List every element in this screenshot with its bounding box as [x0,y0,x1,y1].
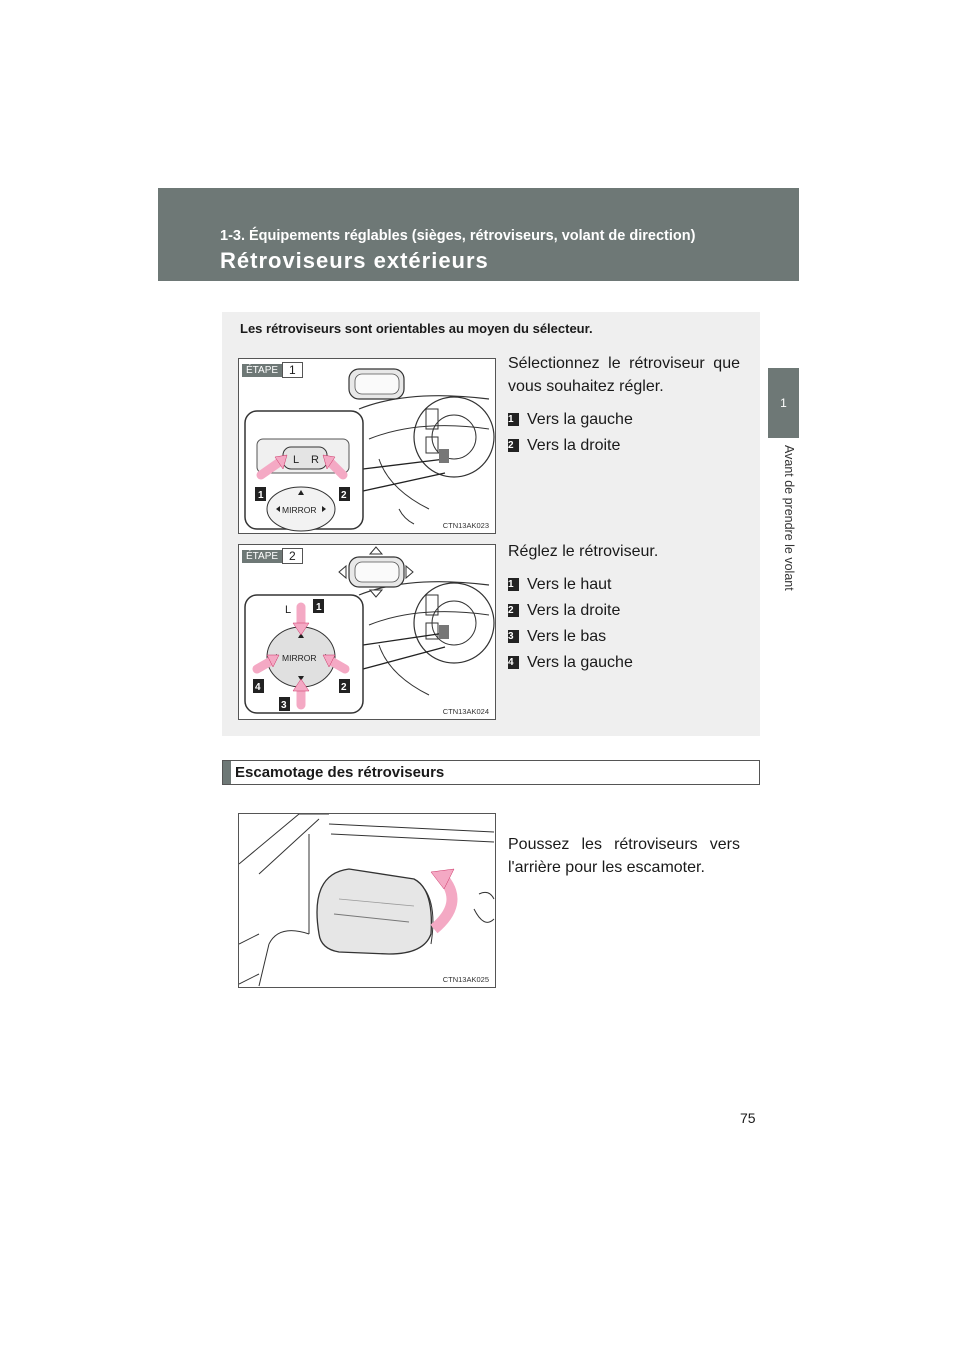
page-title: Rétroviseurs extérieurs [220,248,489,273]
number-badge: 2 [508,439,519,452]
chapter-header: 1-3. Équipements réglables (sièges, rétr… [158,188,799,281]
svg-text:3: 3 [281,700,287,711]
fold-figure: CTN13AK025 [238,813,496,988]
number-badge: 1 [508,578,519,591]
step-number: 2 [282,548,303,564]
svg-text:4: 4 [255,682,261,693]
arrow-left [252,656,276,674]
number-badge: 4 [508,656,519,669]
subsection-title: Escamotage des rétroviseurs [235,764,445,781]
step1-label: ÉTAPE 1 [242,362,303,378]
svg-text:1: 1 [258,490,264,501]
intro-text: Les rétroviseurs sont orientables au moy… [240,321,593,336]
subsection-header: Escamotage des rétroviseurs [222,760,760,785]
list-item-text: Vers la droite [527,437,621,454]
number-badge: 1 [508,413,519,426]
switch-letter-l: L [285,604,291,616]
page-number: 75 [740,1110,756,1126]
step-word: ÉTAPE [242,549,283,563]
step2-illustration: L MIRROR 1 2 3 4 [244,546,495,714]
figure-code: CTN13AK025 [442,975,489,984]
step2-instruction: Réglez le rétroviseur. [508,543,659,560]
arrow-left [256,456,286,480]
number-badge: 3 [508,630,519,643]
step-number: 1 [282,362,303,378]
switch-letter-l: L [293,454,299,466]
step-word: ÉTAPE [242,363,283,377]
list-item-text: Vers la gauche [527,411,633,428]
list-item: 1 Vers la gauche [508,408,740,431]
list-item-text: Vers le haut [527,576,612,593]
list-item: 4 Vers la gauche [508,651,740,674]
step2-figure: L MIRROR 1 2 3 4 ÉTAPE 2 CTN13AK024 [238,544,496,720]
chapter-side-title: Avant de prendre le volant [782,445,796,591]
step2-label: ÉTAPE 2 [242,548,303,564]
fold-text: Poussez les rétroviseurs vers l'arrière … [508,836,740,876]
step2-text-block: Réglez le rétroviseur. 1 Vers le haut 2 … [508,540,740,674]
step1-figure: L R MIRROR 1 2 ÉTAPE 1 CTN13AK023 [238,358,496,534]
list-item: 3 Vers le bas [508,625,740,648]
svg-text:2: 2 [341,490,347,501]
switch-letter-r: R [311,454,319,466]
fold-arrow [430,875,458,934]
list-item: 2 Vers la droite [508,434,740,457]
figure-code: CTN13AK024 [442,707,489,716]
fold-illustration [239,814,495,987]
subsection-bar [223,761,231,784]
list-item: 1 Vers le haut [508,573,740,596]
chapter-tab: 1 [768,368,799,438]
list-item: 2 Vers la droite [508,599,740,622]
step1-instruction: Sélectionnez le rétroviseur que vous sou… [508,355,740,395]
svg-text:1: 1 [316,602,322,613]
figure-code: CTN13AK023 [442,521,489,530]
step1-text-block: Sélectionnez le rétroviseur que vous sou… [508,352,740,457]
list-item-text: Vers la gauche [527,654,633,671]
mirror-dial-label: MIRROR [282,505,316,515]
mirror-dial-label: MIRROR [282,653,316,663]
list-item-text: Vers la droite [527,602,621,619]
step1-illustration: L R MIRROR 1 2 [244,368,495,532]
section-title: 1-3. Équipements réglables (sièges, rétr… [220,228,696,244]
list-item-text: Vers le bas [527,628,607,645]
arrow-right [324,456,348,480]
svg-text:2: 2 [341,682,347,693]
number-badge: 2 [508,604,519,617]
arrow-right [326,656,350,674]
